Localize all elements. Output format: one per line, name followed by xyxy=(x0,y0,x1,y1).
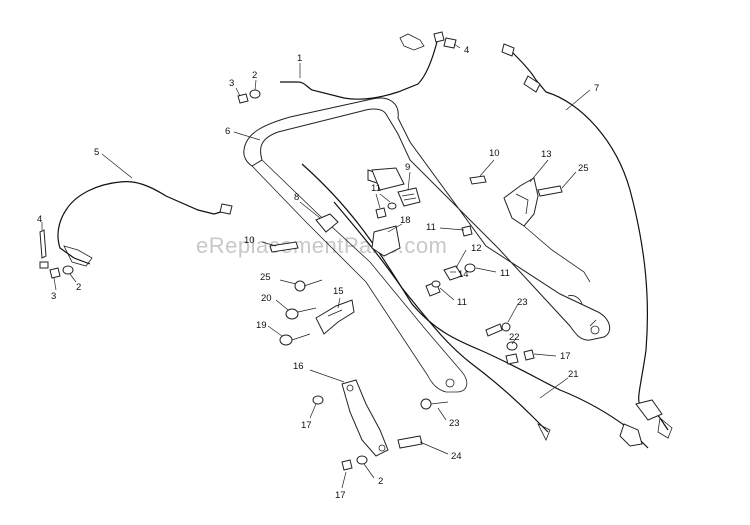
callout-23: 23 xyxy=(517,297,528,308)
handle-bracket-part xyxy=(315,167,405,257)
support-bracket-part xyxy=(341,379,389,457)
callout-10-lower: 10 xyxy=(244,235,255,246)
callout-25-lower: 25 xyxy=(260,272,271,283)
engine-cable-part xyxy=(301,163,649,449)
callout-2-left: 2 xyxy=(76,282,81,293)
callout-11-right: 11 xyxy=(500,268,510,279)
callout-5: 5 xyxy=(94,147,99,158)
callout-7: 7 xyxy=(594,83,599,94)
callout-17-lower: 17 xyxy=(335,490,346,501)
callout-21: 21 xyxy=(568,369,579,380)
callout-2-lower: 2 xyxy=(378,476,383,487)
callout-10: 10 xyxy=(489,148,500,159)
callout-13: 13 xyxy=(541,149,552,160)
callout-11-lower: 11 xyxy=(457,297,467,308)
callout-3: 3 xyxy=(229,78,234,89)
callout-1: 1 xyxy=(297,53,302,64)
callout-20: 20 xyxy=(261,293,272,304)
lever-bracket-part xyxy=(315,299,355,335)
callout-11-mid: 11 xyxy=(426,222,436,233)
control-rod-part xyxy=(280,31,445,100)
callout-14: 14 xyxy=(458,269,469,280)
callout-24: 24 xyxy=(451,451,462,462)
bail-rod-part xyxy=(57,181,233,267)
drive-cable-part xyxy=(501,43,673,439)
leader-lines xyxy=(41,43,591,489)
control-bracket-part xyxy=(503,177,591,283)
watermark: eReplacementParts.com xyxy=(196,233,447,258)
callout-4-left: 4 xyxy=(37,214,42,225)
callout-2: 2 xyxy=(252,70,257,81)
callout-3-left: 3 xyxy=(51,291,56,302)
callout-9: 9 xyxy=(405,162,410,173)
upper-handle-part xyxy=(243,97,611,393)
callout-19: 19 xyxy=(256,320,267,331)
cable-clip-part xyxy=(397,187,421,207)
callout-6: 6 xyxy=(225,126,230,137)
callout-labels: 1 2 3 4 5 6 7 4 3 2 8 9 10 11 13 25 18 1… xyxy=(37,45,599,501)
callout-16: 16 xyxy=(293,361,304,372)
callout-15: 15 xyxy=(333,286,344,297)
callout-4: 4 xyxy=(464,45,469,56)
callout-11: 11 xyxy=(371,183,381,194)
callout-17-left: 17 xyxy=(301,420,312,431)
callout-22: 22 xyxy=(509,332,520,343)
callout-25: 25 xyxy=(578,163,589,174)
callout-12: 12 xyxy=(471,243,482,254)
hardware-parts xyxy=(39,37,563,471)
callout-8: 8 xyxy=(294,192,299,203)
callout-23-lower: 23 xyxy=(449,418,460,429)
callout-18: 18 xyxy=(400,215,411,226)
callout-17: 17 xyxy=(560,351,571,362)
